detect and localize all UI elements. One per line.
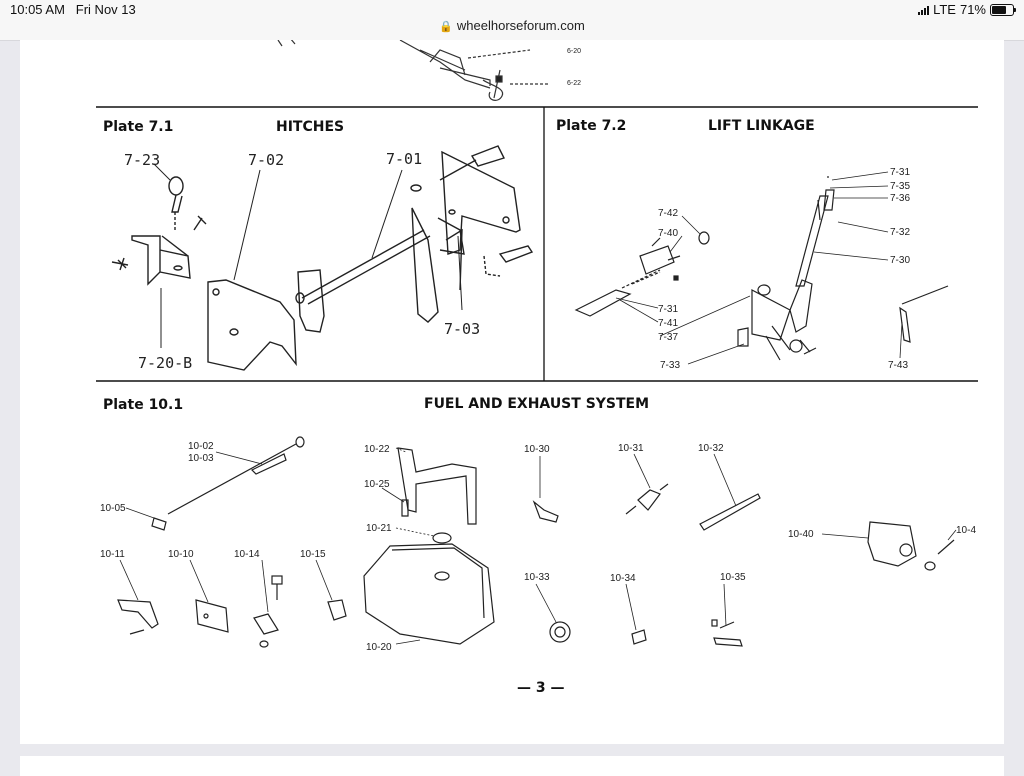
part-label: 10-05	[100, 503, 126, 514]
hitches-drawing	[111, 145, 534, 371]
fuel-leaders	[119, 447, 957, 645]
part-label: 10-14	[234, 549, 260, 560]
part-label: 10-10	[168, 549, 194, 560]
fuel-exhaust-drawing	[117, 436, 955, 648]
part-label: 7-31	[658, 304, 678, 315]
part-label: 10-40	[788, 529, 814, 540]
page-number: — 3 —	[517, 680, 565, 696]
parts-diagram: 6-20 6-22 Plate 7.1 HITCHES	[96, 40, 978, 696]
part-label: 10-03	[188, 453, 214, 464]
plate-7-2-title: LIFT LINKAGE	[708, 118, 815, 134]
part-label: 10-33	[524, 572, 550, 583]
part-label: 10-32	[698, 443, 724, 454]
part-label: 7-23	[124, 151, 160, 169]
part-label: 7-41	[658, 318, 678, 329]
part-label: 6-20	[567, 48, 581, 55]
plate-10-1-label: Plate 10.1	[103, 397, 183, 413]
part-label: 7-32	[890, 227, 910, 238]
part-label: 7-36	[890, 193, 910, 204]
part-label: 10-25	[364, 479, 390, 490]
part-label: 7-03	[444, 320, 480, 338]
part-label: 10-15	[300, 549, 326, 560]
part-label: 10-21	[366, 523, 392, 534]
status-right: LTE 71%	[918, 2, 1016, 17]
top-partial-drawing	[277, 40, 550, 101]
part-label: 10-22	[364, 444, 390, 455]
part-label: 7-30	[890, 255, 910, 266]
hitches-leaders	[153, 163, 463, 348]
status-time: 10:05 AM Fri Nov 13	[10, 2, 136, 17]
part-label: 10-20	[366, 642, 392, 653]
battery-label: 71%	[959, 2, 986, 17]
part-label: 7-40	[658, 228, 678, 239]
part-label: 10-31	[618, 443, 644, 454]
plate-7-1-label: Plate 7.1	[103, 119, 173, 135]
part-label: 10-35	[720, 572, 746, 583]
next-page	[20, 756, 1004, 776]
part-label: 6-22	[567, 80, 581, 87]
part-label: 7-20-B	[138, 354, 192, 372]
carrier-label: LTE	[933, 2, 956, 17]
plate-7-1-title: HITCHES	[276, 119, 344, 135]
url-bar[interactable]: 🔒wheelhorseforum.com	[0, 18, 1024, 33]
battery-icon	[990, 3, 1016, 16]
part-label: 7-43	[888, 360, 908, 371]
part-label: 7-02	[248, 151, 284, 169]
lock-icon: 🔒	[439, 21, 453, 33]
plate-7-2-label: Plate 7.2	[556, 118, 626, 134]
part-label: 10-4	[956, 525, 976, 536]
part-label: 10-30	[524, 444, 550, 455]
plate-10-1-title: FUEL AND EXHAUST SYSTEM	[424, 396, 649, 412]
part-label: 10-34	[610, 573, 636, 584]
part-label: 10-11	[100, 549, 125, 560]
part-label: 7-35	[890, 181, 910, 192]
part-label: 10-02	[188, 441, 214, 452]
part-label: 7-31	[890, 167, 910, 178]
status-bar: 10:05 AM Fri Nov 13 LTE 71% 🔒wheelhorsef…	[0, 0, 1024, 40]
part-label: 7-33	[660, 360, 680, 371]
lift-linkage-leaders	[615, 171, 903, 365]
document-page: 6-20 6-22 Plate 7.1 HITCHES	[20, 40, 1004, 744]
lift-linkage-drawing	[574, 176, 949, 361]
part-label: 7-01	[386, 150, 422, 168]
part-label: 7-42	[658, 208, 678, 219]
part-label: 7-37	[658, 332, 678, 343]
url-text: wheelhorseforum.com	[456, 18, 585, 33]
signal-icon	[918, 5, 930, 15]
